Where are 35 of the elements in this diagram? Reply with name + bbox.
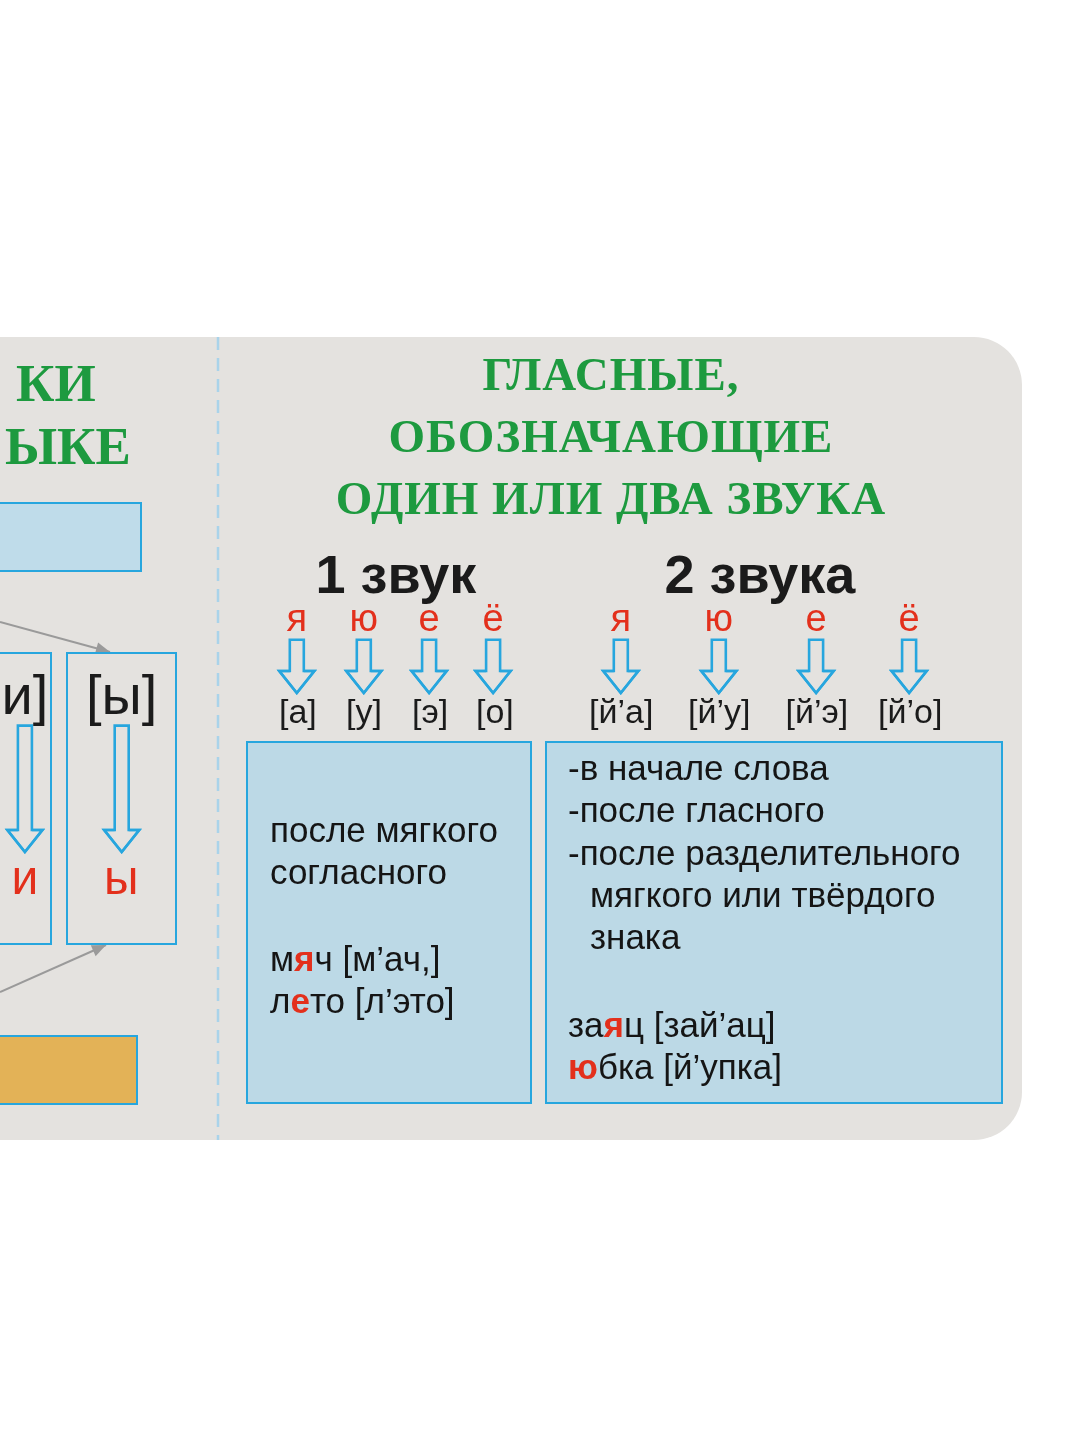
sound-transcription: [а] [279,693,317,731]
sound-transcription: [э] [412,693,449,731]
example-text: лето [л’это] [270,980,455,1022]
example-text: юбка [й’упка] [568,1046,782,1088]
sound-card [0,652,52,945]
condition-text: -в начале слова [568,747,829,789]
arrow [0,621,111,655]
rule-panel [545,741,1003,1104]
vowel-letter: ё [482,598,504,640]
example-text: мяч [м’ач,] [270,938,441,980]
condition-text: после мягкого согласного [270,809,499,893]
sound-transcription: [ы] [86,664,158,726]
sound-transcription: и] [1,664,49,726]
condition-text: -после гласного [568,789,825,831]
section-title: КИ [16,354,96,413]
sound-card [66,652,177,945]
vowel-letter: я [286,598,308,640]
section-title: ГЛАСНЫЕ, ОБОЗНАЧАЮЩИЕ ОДИН ИЛИ ДВА ЗВУКА [334,347,888,526]
example-text: заяц [зай’ац] [568,1004,776,1046]
vowel-letter: ё [898,598,920,640]
rule-panel [246,741,532,1104]
sound-transcription: [й’о] [878,693,943,731]
blank-panel [0,1035,138,1105]
sound-transcription: [у] [346,693,382,731]
sound-transcription: [й’а] [589,693,654,731]
vowel-letter: ы [104,852,139,905]
sound-transcription: [й’э] [785,693,849,731]
arrow [0,944,107,993]
sound-transcription: [о] [476,693,514,731]
vowel-letter: я [610,598,632,640]
blank-panel [0,502,142,572]
section-title: ЫКЕ [5,417,131,476]
sound-transcription: [й’у] [688,693,751,731]
vowel-letter: и [11,852,39,905]
condition-text: -после разделительного мягкого или твёрдого знака [568,832,962,958]
